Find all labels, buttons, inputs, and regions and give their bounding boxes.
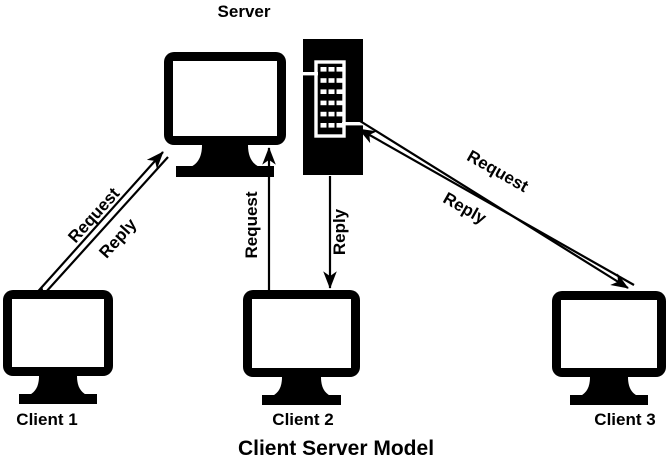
edge-client3-request-label: Request	[464, 146, 532, 196]
server-rack-frame	[314, 60, 346, 138]
edge-client1-request-line	[32, 151, 164, 298]
server-rack-right-connector	[342, 122, 363, 126]
client-1-screen	[12, 299, 104, 367]
edge-client2-request-label: Request	[242, 191, 261, 258]
edge-client1-reply-label: Reply	[95, 214, 140, 262]
server-rack-left-connector	[303, 72, 318, 76]
server-rack-body	[303, 39, 363, 175]
client-1[interactable]	[3, 290, 113, 404]
server-monitor-stand	[188, 145, 262, 168]
server-monitor-screen	[173, 61, 277, 136]
client-3-base	[570, 395, 648, 405]
client-3-stand	[578, 377, 640, 397]
client-1-base	[19, 394, 97, 404]
edge-client2-reply-label: Reply	[330, 208, 349, 255]
edge-client3-reply-label: Reply	[440, 189, 490, 229]
edge-client1-reply-line	[35, 156, 169, 304]
client-2-stand	[270, 377, 333, 397]
client-1-label: Client 1	[16, 410, 77, 429]
client-3-label: Client 3	[594, 410, 655, 429]
client-2-base	[262, 395, 341, 405]
server-monitor[interactable]	[164, 52, 286, 177]
client-1-stand	[27, 376, 89, 396]
server-label: Server	[218, 2, 271, 21]
server-rack[interactable]	[303, 39, 363, 175]
edge-client3-reply-line	[351, 115, 629, 289]
server-monitor-base	[176, 166, 274, 177]
client-2[interactable]	[243, 290, 360, 405]
client-2-screen	[252, 299, 351, 368]
diagram-title: Client Server Model	[238, 437, 434, 460]
client-2-label: Client 2	[272, 410, 333, 429]
server-rack-cells	[320, 67, 343, 128]
client-3-screen	[561, 300, 657, 368]
client-3[interactable]	[552, 291, 666, 405]
